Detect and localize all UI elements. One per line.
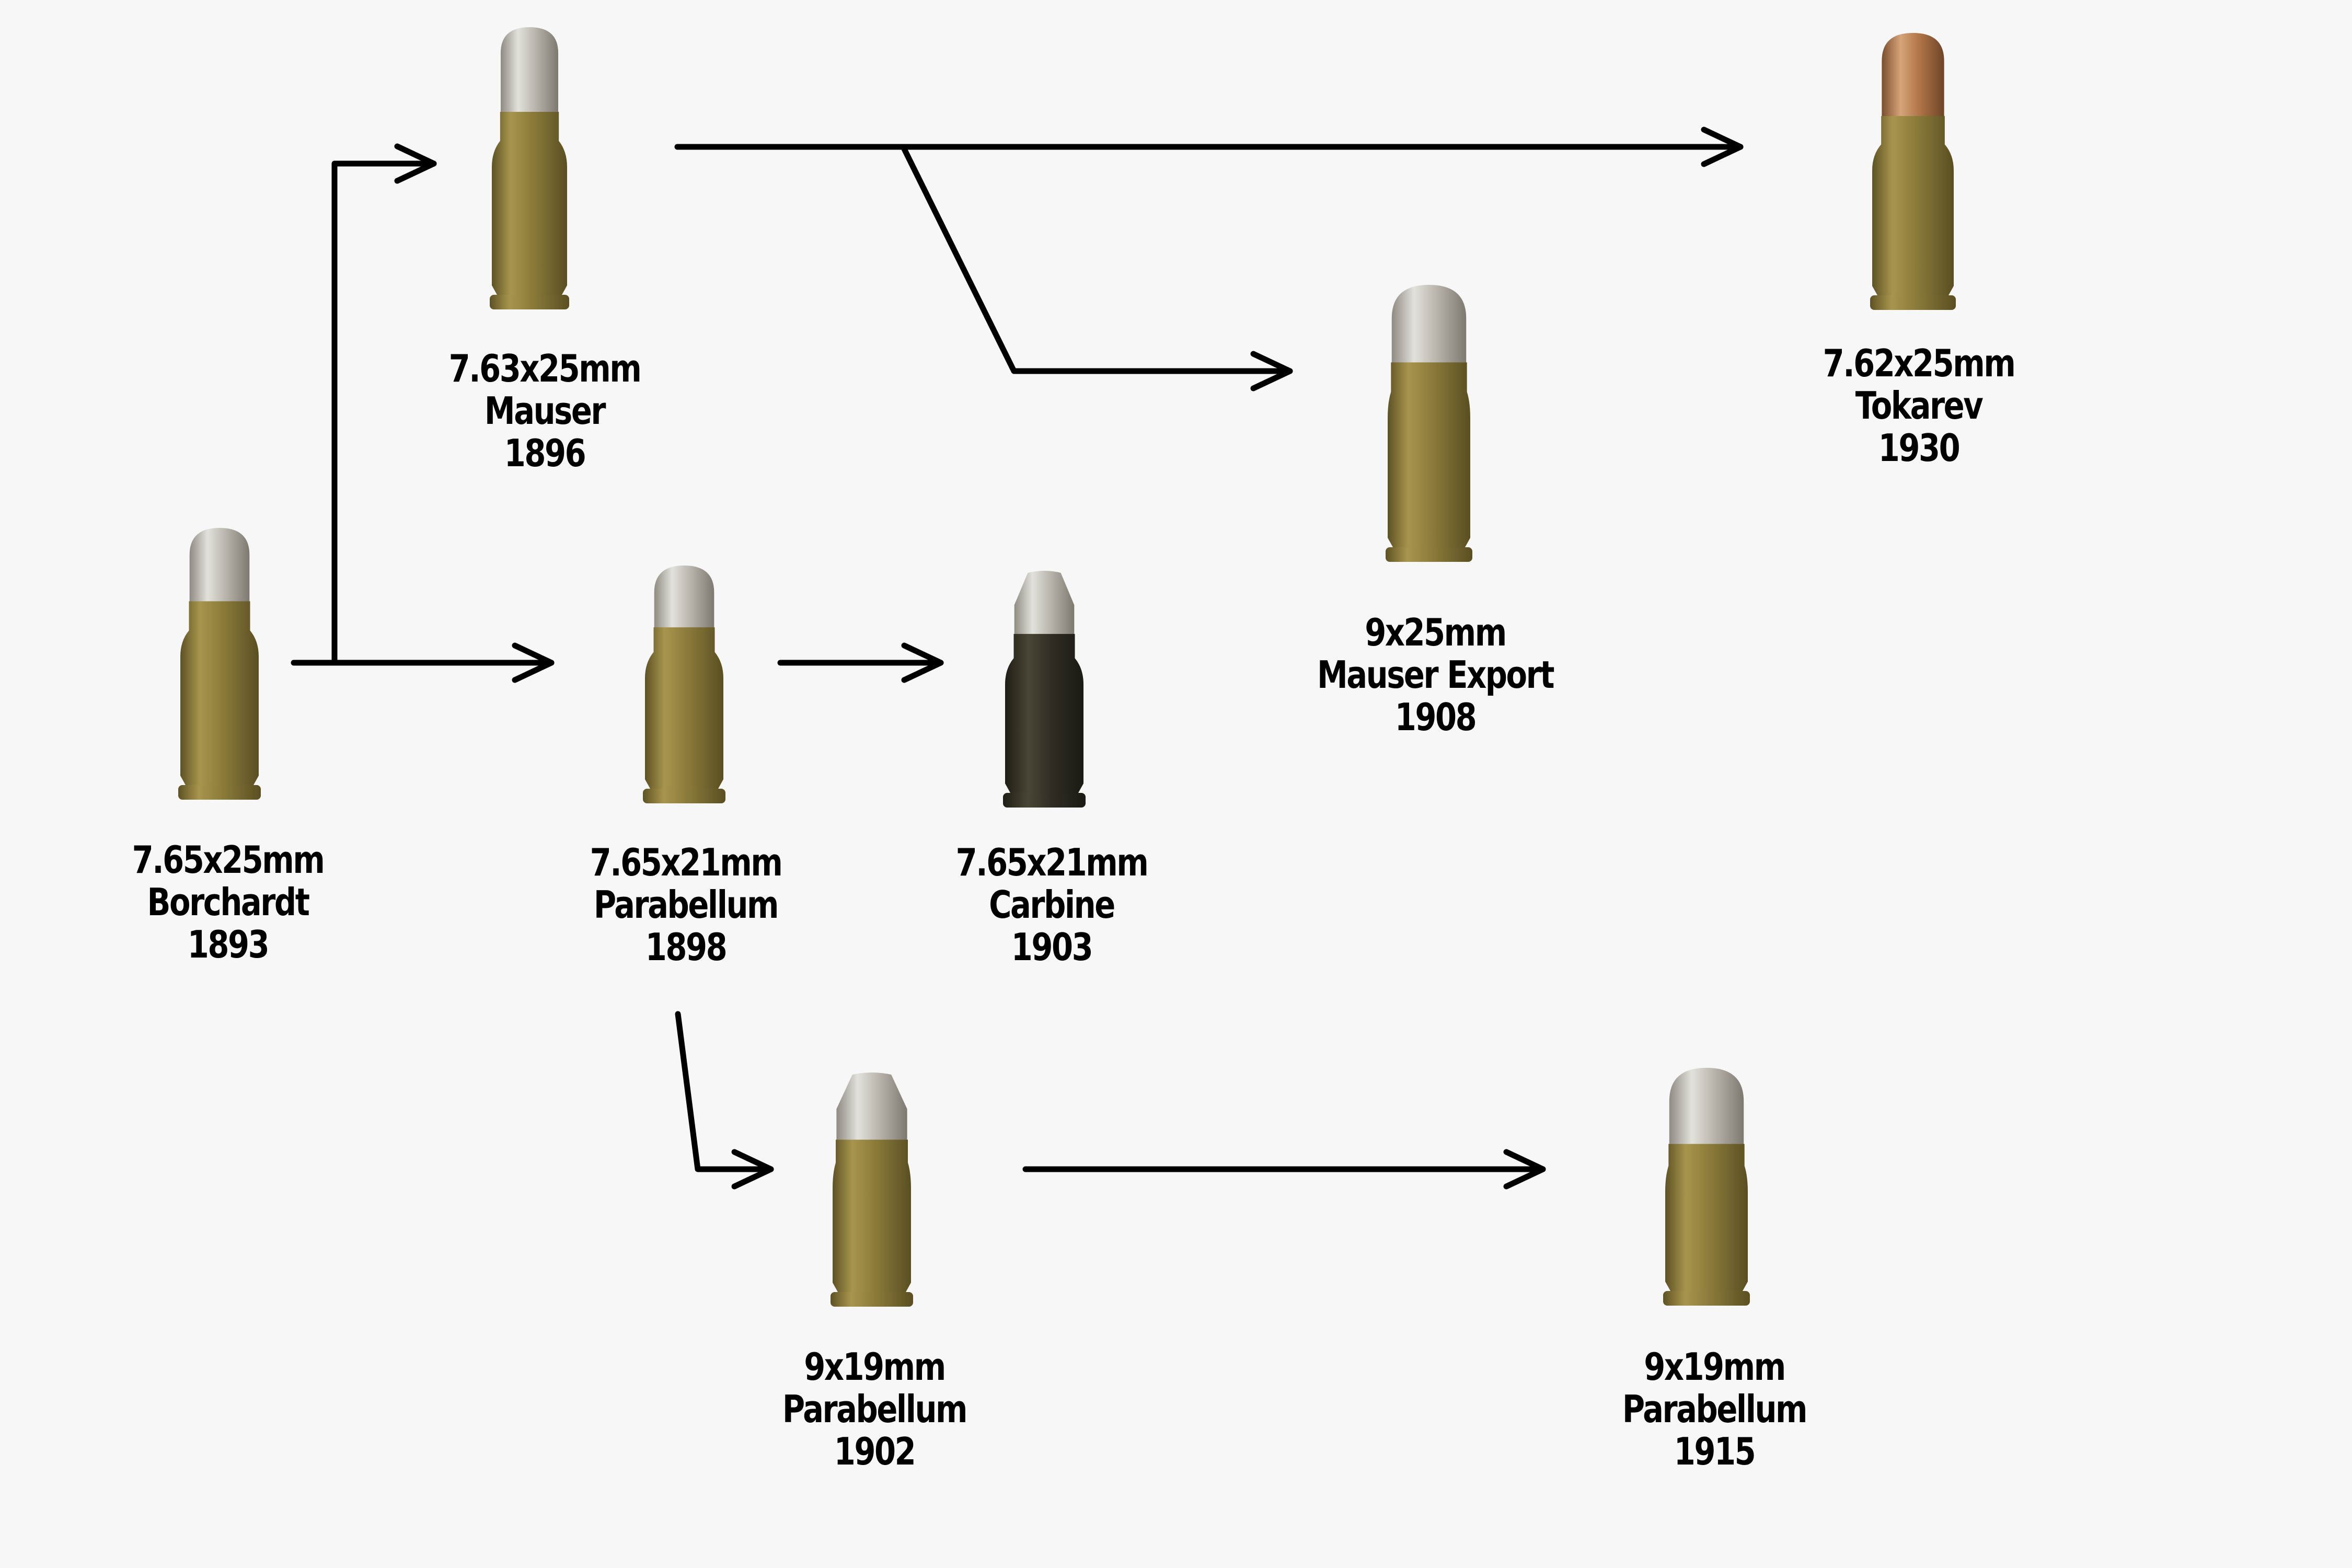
cartridge-name: Mauser — [484, 389, 606, 433]
cartridge-name: Parabellum — [1622, 1387, 1808, 1431]
cartridge-parabellum1915 — [1663, 1068, 1750, 1306]
rim — [1870, 295, 1956, 310]
cartridge-mauserexport — [1386, 285, 1472, 562]
year: 1915 — [1674, 1429, 1756, 1473]
cartridge-name: Parabellum — [782, 1387, 968, 1431]
cartridge-tokarev — [1870, 33, 1956, 310]
bullet — [836, 1073, 907, 1142]
rim — [643, 789, 725, 803]
caliber: 7.65x25mm — [132, 838, 325, 882]
label-parabellum1902: 9x19mm Parabellum 1902 — [762, 1346, 987, 1473]
arrowhead-tokarev — [1701, 126, 1744, 167]
cartridge-name: Parabellum — [593, 883, 779, 927]
rim — [1663, 1291, 1750, 1306]
bullet — [500, 27, 559, 114]
case — [645, 627, 723, 789]
case — [492, 112, 567, 295]
cartridge-name: Borchardt — [147, 880, 309, 924]
cartridge-name: Carbine — [989, 883, 1115, 927]
rim — [490, 295, 569, 309]
arrowhead-mauserexport — [1250, 351, 1293, 391]
bullet — [1014, 571, 1075, 636]
year: 1896 — [504, 431, 586, 475]
label-mauserexport: 9x25mm Mauser Export 1908 — [1291, 612, 1579, 739]
cartridge-mauser — [490, 27, 569, 309]
label-borchardt: 7.65x25mm Borchardt 1893 — [111, 839, 344, 966]
bullet — [654, 566, 714, 630]
bullet — [1669, 1068, 1744, 1146]
rim — [1003, 793, 1086, 808]
caliber: 7.65x21mm — [590, 840, 783, 884]
bullet — [189, 528, 250, 604]
rim — [1386, 547, 1472, 562]
arrow-mauser-to-mauserexport — [900, 144, 1293, 374]
arrowhead-parabellum1915 — [1503, 1149, 1546, 1190]
cartridge-borchardt — [178, 528, 261, 800]
cartridge-parabellum1902 — [831, 1073, 913, 1307]
year: 1902 — [834, 1429, 916, 1473]
arrowhead-carbine — [901, 642, 944, 683]
case — [1665, 1144, 1748, 1291]
rim — [178, 785, 261, 800]
cartridge-carbine — [1003, 571, 1086, 808]
cartridges — [178, 27, 1956, 1307]
label-carbine: 7.65x21mm Carbine 1903 — [935, 841, 1168, 969]
year: 1930 — [1878, 426, 1961, 470]
case — [1005, 633, 1083, 793]
rim — [831, 1292, 913, 1307]
arrows — [291, 126, 1744, 1190]
caliber: 7.63x25mm — [448, 347, 642, 390]
arrow-parabellum1898-to-parabellum1902 — [675, 1011, 774, 1172]
year: 1893 — [187, 923, 270, 966]
year: 1898 — [645, 925, 728, 969]
arrowhead-parabellum1898 — [512, 642, 555, 683]
year: 1908 — [1394, 695, 1477, 739]
case — [180, 601, 259, 785]
label-tokarev: 7.62x25mm Tokarev 1930 — [1802, 342, 2035, 469]
arrow-borchardt-to-mauser — [331, 160, 437, 666]
caliber: 9x19mm — [804, 1345, 946, 1389]
label-parabellum1915: 9x19mm Parabellum 1915 — [1602, 1346, 1827, 1473]
arrowhead-parabellum1902 — [731, 1149, 774, 1190]
cartridge-name: Mauser Export — [1317, 653, 1555, 697]
cartridge-name: Tokarev — [1855, 384, 1984, 428]
year: 1903 — [1011, 925, 1093, 969]
bullet — [1882, 33, 1944, 118]
caliber: 9x19mm — [1644, 1345, 1786, 1389]
bullet — [1391, 285, 1467, 365]
case — [1388, 362, 1470, 547]
caliber: 7.62x25mm — [1823, 341, 2016, 385]
case — [1872, 116, 1954, 295]
label-mauser: 7.63x25mm Mauser 1896 — [428, 348, 661, 475]
cartridge-parabellum1898 — [643, 566, 725, 803]
label-parabellum1898: 7.65x21mm Parabellum 1898 — [569, 841, 802, 969]
caliber: 7.65x21mm — [955, 840, 1149, 884]
caliber: 9x25mm — [1365, 610, 1507, 654]
arrowhead-mauser — [394, 143, 437, 184]
case — [833, 1139, 911, 1292]
